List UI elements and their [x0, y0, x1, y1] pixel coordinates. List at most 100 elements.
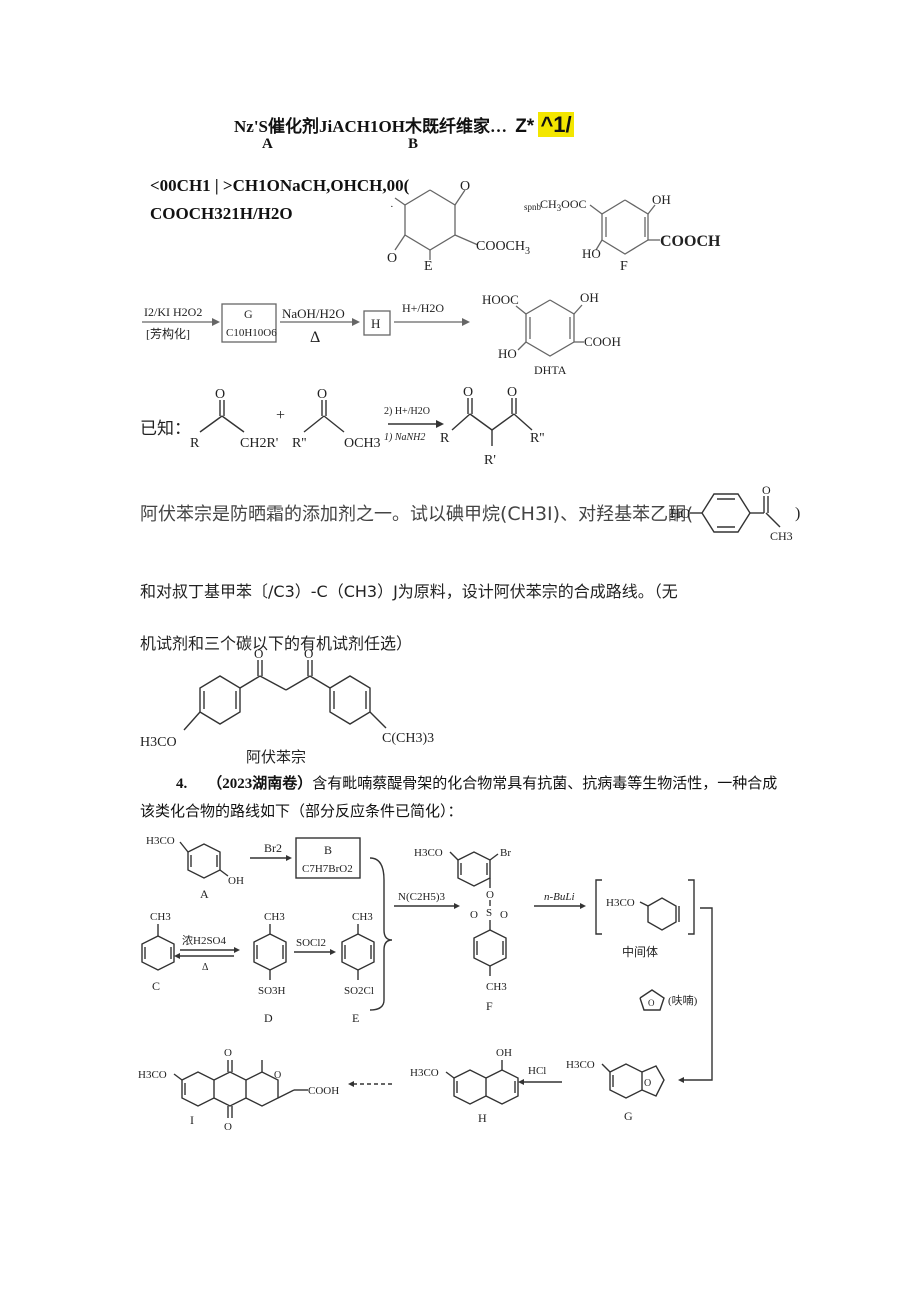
compound-e-structure: O O COOCH3 E ·	[387, 179, 530, 274]
compound-h: H3CO OH H	[410, 1047, 519, 1125]
delta-symbol: Δ	[310, 329, 320, 346]
svg-text:I: I	[190, 1113, 194, 1127]
scheme-text-line-3: COOCH321H/H2O	[150, 204, 293, 223]
svg-text:·: ·	[390, 201, 394, 213]
hap-close: )	[795, 505, 800, 522]
known-prod-r2: R''	[530, 431, 544, 446]
compound-c: CH3 C	[141, 911, 175, 993]
avobenzone-structure: O O H3CO C(CH3)3 阿伏苯宗	[140, 646, 434, 766]
highlighted-mark: ^1/	[538, 112, 574, 137]
reagent-aromatization: [芳构化]	[146, 326, 190, 341]
known-plus: +	[276, 407, 285, 424]
f-ho: HO	[582, 246, 601, 261]
svg-text:C: C	[152, 979, 160, 993]
avobenzone-tbu: C(CH3)3	[382, 731, 434, 746]
svg-text:H: H	[478, 1111, 487, 1125]
svg-text:O: O	[224, 1047, 232, 1059]
compound-f-structure: CH3OOC OH HO COOCH F	[540, 192, 721, 274]
reagent-hcl: HCl	[528, 1065, 546, 1077]
question-text-a: 阿伏苯宗是防晒霜的添加剂之一。试以碘甲烷	[140, 504, 500, 525]
svg-text:Br: Br	[500, 847, 511, 859]
reagent-br2: Br2	[264, 841, 282, 855]
reagent-net3: N(C2H5)3	[398, 891, 446, 903]
svg-text:SO2Cl: SO2Cl	[344, 985, 374, 997]
box-g-label: G	[244, 307, 253, 321]
svg-text:H3CO: H3CO	[606, 897, 635, 909]
question-line-3: 机试剂和三个碳以下的有机试剂任选）	[140, 634, 413, 653]
svg-text:A: A	[200, 887, 209, 901]
line1-text: Nz'S催化剂JiACH1OH木既纤维家…	[234, 117, 507, 136]
q4-line-2: 该类化合物的路线如下（部分反应条件已简化）：	[140, 802, 463, 820]
avobenzone-label: 阿伏苯宗	[246, 748, 306, 766]
reagent-delta: Δ	[202, 962, 209, 973]
known-prod-rp: R'	[484, 453, 496, 468]
svg-text:H3CO: H3CO	[566, 1059, 595, 1071]
svg-text:CH3: CH3	[264, 911, 285, 923]
hap-ho: HO	[670, 507, 690, 522]
svg-text:O: O	[500, 909, 508, 921]
svg-text:O: O	[304, 646, 313, 661]
q4-text-1: 含有毗喃蔡醍骨架的化合物常具有抗菌、抗病毒等生物活性，一种合成	[312, 774, 778, 792]
question-text-b: 、对羟基苯乙酮(	[560, 504, 694, 525]
known-reaction: 已知： O R CH2R' + O R'' OCH3 2) H+/H2O 1) …	[140, 385, 544, 468]
q4-line-1: 4. （2023湖南卷）含有毗喃蔡醍骨架的化合物常具有抗菌、抗病毒等生物活性，一种…	[176, 772, 777, 793]
svg-text:H3CO: H3CO	[138, 1069, 167, 1081]
svg-text:O: O	[460, 179, 470, 194]
compound-f2: H3CO Br O S O O CH3 F	[414, 847, 511, 1013]
compound-a: H3CO OH A	[146, 835, 244, 901]
avobenzone-h3co: H3CO	[140, 735, 177, 750]
scheme-text-line-2: <00CH1 | >CH1ONaCH,OHCH,00(	[150, 176, 410, 195]
dhta-ho: HO	[498, 346, 517, 361]
svg-text:CH3: CH3	[486, 981, 507, 993]
svg-text:SO3H: SO3H	[258, 985, 286, 997]
box-b	[295, 837, 361, 879]
dhta-hooc: HOOC	[482, 292, 519, 307]
f-cooch: COOCH	[660, 233, 721, 250]
box-b-formula: C7H7BrO2	[302, 863, 353, 875]
svg-text:O: O	[317, 387, 327, 402]
furan-reagent: O (呋喃)	[639, 989, 698, 1011]
reagent-socl2: SOCl2	[296, 937, 326, 949]
svg-text:O: O	[507, 385, 517, 400]
svg-text:E: E	[352, 1011, 359, 1025]
svg-text:O: O	[254, 646, 263, 661]
f-oh: OH	[652, 192, 671, 207]
scheme1-structures-top: O O COOCH3 E · spnb CH3OOC OH HO COOCH F…	[142, 179, 721, 377]
svg-text:CH3: CH3	[150, 911, 171, 923]
q4-source: （2023湖南卷）	[207, 776, 313, 792]
dhta-cooh: COOH	[584, 334, 621, 349]
svg-text:CH3: CH3	[352, 911, 373, 923]
reagent-acid: H+/H2O	[402, 301, 444, 315]
scheme-text-line-1: Nz'S催化剂JiACH1OH木既纤维家… Z* ^1/	[234, 112, 574, 138]
svg-text:中间体: 中间体	[622, 944, 658, 959]
box-b-label: B	[324, 843, 332, 857]
svg-text:(呋喃): (呋喃)	[668, 993, 698, 1007]
svg-text:S: S	[486, 907, 492, 919]
svg-text:O: O	[215, 387, 225, 402]
svg-text:O: O	[274, 1070, 281, 1081]
svg-text:O: O	[224, 1121, 232, 1133]
question-ch3i: (CH3I)	[500, 503, 561, 525]
svg-text:O: O	[470, 909, 478, 921]
f-label: F	[620, 259, 628, 274]
svg-text:O: O	[762, 483, 771, 497]
compound-dhta-structure: HOOC OH HO COOH DHTA	[482, 290, 621, 377]
reaction-row-g-h: I2/KI H2O2 [芳构化] G C10H10O6 NaOH/H2O Δ H…	[142, 301, 470, 346]
svg-text:H3CO: H3CO	[410, 1067, 439, 1079]
arrow-note: spnb	[524, 202, 542, 212]
box-g	[221, 303, 277, 343]
label-a: A	[262, 136, 273, 152]
known-ch2r: CH2R'	[240, 436, 278, 451]
label-b: B	[408, 136, 419, 152]
reagent-naoh: NaOH/H2O	[282, 306, 345, 321]
svg-text:COOH: COOH	[308, 1085, 339, 1097]
line1-tail: Z*	[515, 116, 535, 137]
q4-number: 4.	[176, 776, 188, 792]
dhta-label: DHTA	[534, 363, 567, 377]
hap-ch3: CH3	[770, 529, 793, 543]
compound-g: H3CO O G	[566, 1059, 665, 1123]
svg-text:F: F	[486, 999, 493, 1013]
svg-text:O: O	[486, 889, 494, 901]
svg-text:H3CO: H3CO	[146, 835, 175, 847]
